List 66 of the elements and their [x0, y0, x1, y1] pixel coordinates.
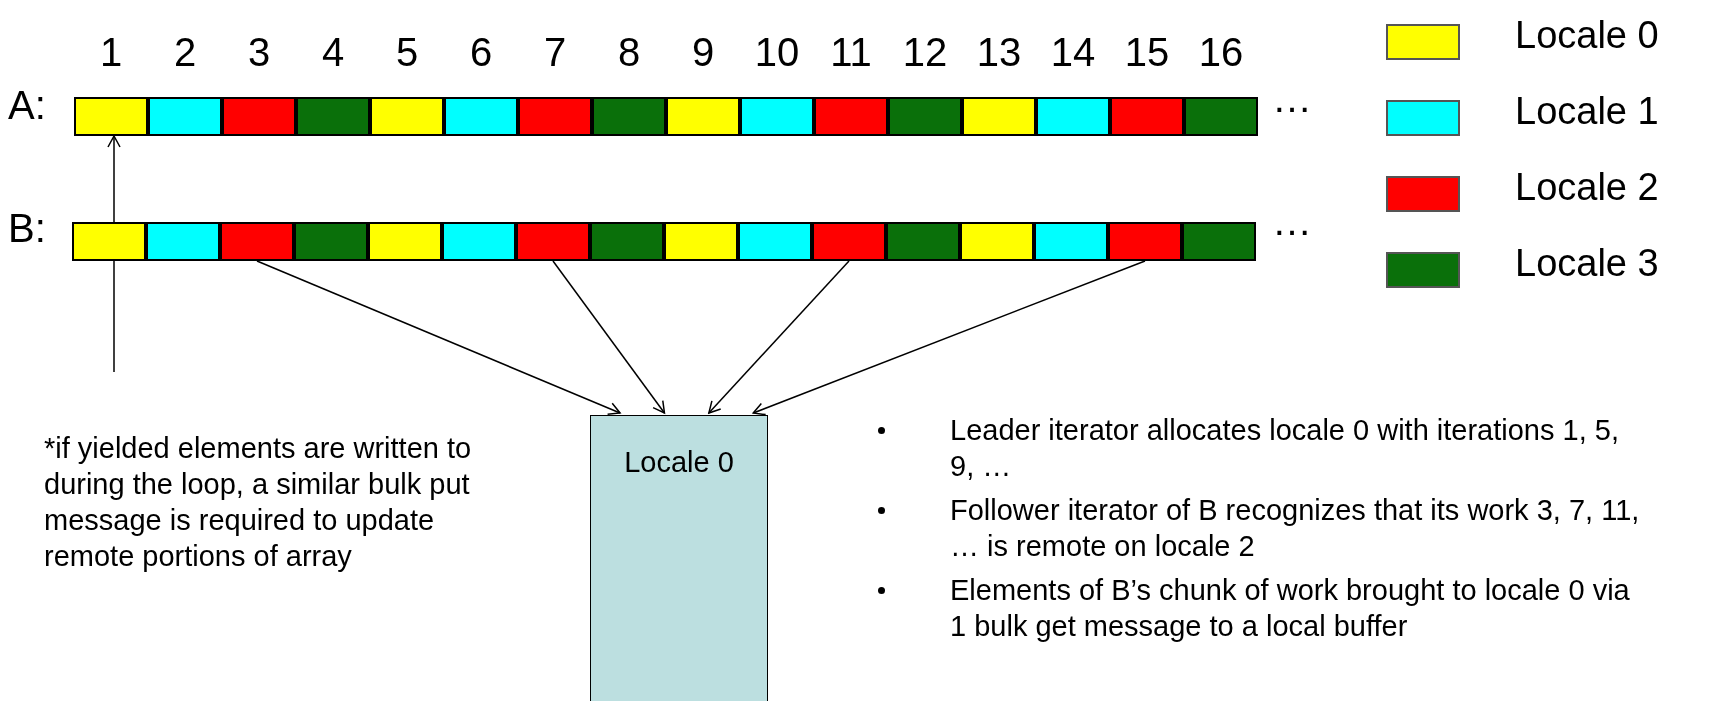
legend-label: Locale 2: [1515, 166, 1659, 209]
column-number: 2: [172, 30, 198, 75]
array-cell: [888, 97, 962, 136]
row-label: B:: [8, 206, 47, 251]
column-number: 4: [320, 30, 346, 75]
bullet-text: Leader iterator allocates locale 0 with iterations 1, 5, 9, …: [950, 413, 1620, 484]
column-number: 15: [1123, 30, 1171, 75]
array-cell: [960, 222, 1034, 261]
column-number: 7: [542, 30, 568, 75]
array-cell: [72, 222, 146, 261]
array-cell: [1034, 222, 1108, 261]
column-number: 3: [246, 30, 272, 75]
array-cell: [442, 222, 516, 261]
array-cell: [518, 97, 592, 136]
array-cell: [296, 97, 370, 136]
bullet-text: Follower iterator of B recognizes that its work 3, 7, 11, … is remote on locale 2: [950, 493, 1640, 564]
column-number: 16: [1197, 30, 1245, 75]
array-cell: [1108, 222, 1182, 261]
column-number: 9: [690, 30, 716, 75]
array-cell: [444, 97, 518, 136]
array-cell: [74, 97, 148, 136]
column-number: 5: [394, 30, 420, 75]
array-cell: [814, 97, 888, 136]
array-cell: [592, 97, 666, 136]
arrow: [256, 260, 621, 416]
array-cell: [148, 97, 222, 136]
array-cell: [962, 97, 1036, 136]
array-cell: [812, 222, 886, 261]
array-cell: [370, 97, 444, 136]
column-number: 8: [616, 30, 642, 75]
array-cell: [738, 222, 812, 261]
bullet-text: Elements of B’s chunk of work brought to locale 0 via 1 bulk get message to a local buffer: [950, 573, 1631, 644]
locale-box: [590, 415, 768, 701]
footnote: *if yielded elements are written to during the loop, a similar bulk put message is required to update remote portions of array: [44, 431, 473, 574]
arrow: [752, 260, 1146, 416]
array-cell: [368, 222, 442, 261]
column-number: 10: [753, 30, 801, 75]
array-cell: [590, 222, 664, 261]
array-cell: [1184, 97, 1258, 136]
array-cell: [220, 222, 294, 261]
column-number: 14: [1049, 30, 1097, 75]
row-label: A:: [8, 83, 47, 128]
arrow: [552, 260, 666, 414]
column-number: 12: [901, 30, 949, 75]
array-cell: [664, 222, 738, 261]
array-cell: [1036, 97, 1110, 136]
legend-label: Locale 1: [1515, 90, 1659, 133]
column-number: 11: [829, 30, 873, 75]
ellipsis: …: [1271, 199, 1313, 244]
array-cell: [146, 222, 220, 261]
array-cell: [516, 222, 590, 261]
column-number: 6: [468, 30, 494, 75]
array-cell: [740, 97, 814, 136]
arrow: [708, 260, 850, 414]
legend-label: Locale 0: [1515, 14, 1659, 57]
array-cell: [222, 97, 296, 136]
ellipsis: …: [1271, 76, 1313, 121]
array-cell: [666, 97, 740, 136]
box-label: Locale 0: [623, 446, 735, 479]
array-cell: [1182, 222, 1256, 261]
array-cell: [886, 222, 960, 261]
array-cell: [294, 222, 368, 261]
column-number: 13: [975, 30, 1023, 75]
array-cell: [1110, 97, 1184, 136]
column-number: 1: [98, 30, 124, 75]
legend-label: Locale 3: [1515, 242, 1659, 285]
